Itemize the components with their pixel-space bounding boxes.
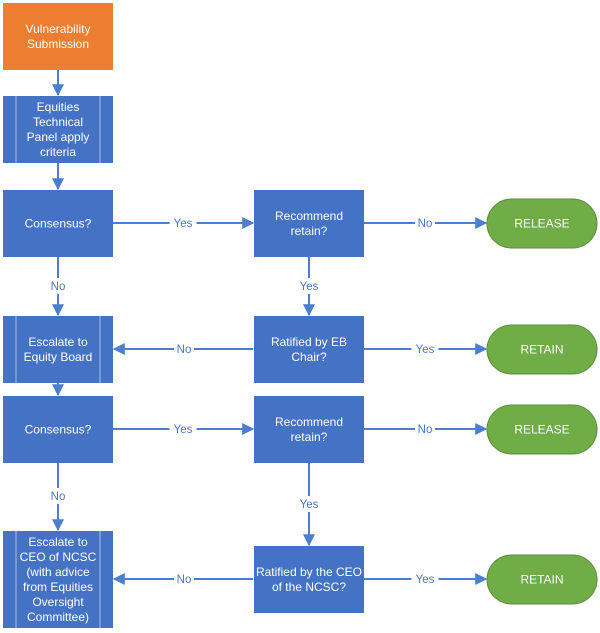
release-node-1-shape <box>486 198 598 249</box>
ratified-eb-chair-node-label: Ratified by EB <box>271 335 347 349</box>
edge-consensus-1-no-label-bg <box>48 278 68 294</box>
consensus-node-2-label: Consensus? <box>25 423 92 437</box>
edge-ratified-eb-no-label: No <box>177 344 192 356</box>
retain-node-2: RETAIN <box>486 554 598 605</box>
edge-ratified-eb-yes-label-bg <box>411 341 439 357</box>
equities-technical-panel-node-label: Technical <box>33 115 83 129</box>
retain-node-1: RETAIN <box>486 324 598 375</box>
retain-node-2-shape <box>486 554 598 605</box>
recommend-retain-node-1-shape <box>254 190 364 257</box>
equities-technical-panel-node-shape <box>3 96 113 163</box>
ratified-eb-chair-node-shape <box>254 316 364 383</box>
ratified-ceo-ncsc-node-shape <box>254 546 364 613</box>
ratified-ceo-ncsc-node-label: Ratified by the CEO <box>256 565 362 579</box>
recommend-retain-node-2-label: retain? <box>291 430 328 444</box>
escalate-equity-board-node-shape <box>3 316 113 383</box>
escalate-ceo-ncsc-node-label: CEO of NCSC <box>20 550 97 564</box>
release-node-2-label: RELEASE <box>514 423 569 437</box>
edge-recommend-1-yes-label: Yes <box>300 281 319 293</box>
edge-ratified-ceo-no-label: No <box>177 574 192 586</box>
escalate-ceo-ncsc-node-label: Escalate to <box>28 535 88 549</box>
edge-recommend-2-yes-label-bg <box>295 496 323 512</box>
release-node-1: RELEASE <box>486 198 598 249</box>
edge-recommend-1-no-label: No <box>418 218 433 230</box>
edge-consensus-1-no-label: No <box>51 281 66 293</box>
edge-recommend-1-no-label-bg <box>415 215 435 231</box>
edge-recommend-2-no-label: No <box>418 424 433 436</box>
retain-node-1-shape <box>486 324 598 375</box>
escalate-ceo-ncsc-node-label: Oversight <box>32 595 84 609</box>
consensus-node-1-shape <box>3 190 113 257</box>
edge-consensus-1-yes-label: Yes <box>174 218 193 230</box>
release-node-2: RELEASE <box>486 404 598 455</box>
edge-recommend-2-yes-label: Yes <box>300 499 319 511</box>
escalate-ceo-ncsc-node-label: (with advice <box>26 565 90 579</box>
escalate-ceo-ncsc-node-label: Committee) <box>27 610 89 624</box>
escalate-equity-board-node-label: Equity Board <box>24 350 93 364</box>
edge-consensus-2-no-label: No <box>51 491 66 503</box>
escalate-equity-board-node-label: Escalate to <box>28 335 88 349</box>
consensus-node-1-label: Consensus? <box>25 217 92 231</box>
recommend-retain-node-1-label: Recommend <box>275 209 343 223</box>
edge-ratified-ceo-yes-label-bg <box>411 571 439 587</box>
retain-node-1-label: RETAIN <box>520 343 563 357</box>
consensus-node-2-shape <box>3 396 113 463</box>
edge-ratified-eb-yes-label: Yes <box>416 344 435 356</box>
edge-ratified-eb-no-label-bg <box>174 341 194 357</box>
ratified-eb-chair-node-label: Chair? <box>291 350 327 364</box>
equities-technical-panel-node-label: Equities <box>37 100 80 114</box>
release-node-2-shape <box>486 404 598 455</box>
edge-recommend-1-yes-label-bg <box>295 278 323 294</box>
edge-consensus-2-yes-label-bg <box>169 421 197 437</box>
consensus-node-1: Consensus? <box>3 190 113 257</box>
edge-consensus-2-yes-label: Yes <box>174 424 193 436</box>
edge-consensus-1-yes-label-bg <box>169 215 197 231</box>
escalate-ceo-ncsc-node-shape <box>3 531 113 628</box>
release-node-1-label: RELEASE <box>514 217 569 231</box>
consensus-node-2: Consensus? <box>3 396 113 463</box>
edge-consensus-2-no-label-bg <box>48 488 68 504</box>
recommend-retain-node-2-label: Recommend <box>275 415 343 429</box>
equities-technical-panel-node-label: Panel apply <box>27 130 90 144</box>
edge-recommend-2-no-label-bg <box>415 421 435 437</box>
vulnerability-submission-node-label: Submission <box>27 37 89 51</box>
edge-ratified-ceo-no-label-bg <box>174 571 194 587</box>
ratified-ceo-ncsc-node-label: of the NCSC? <box>272 580 346 594</box>
retain-node-2-label: RETAIN <box>520 573 563 587</box>
vulnerability-submission-node-shape <box>3 3 113 70</box>
vulnerability-submission-node-label: Vulnerability <box>26 22 91 36</box>
equities-technical-panel-node-label: criteria <box>40 145 76 159</box>
recommend-retain-node-1-label: retain? <box>291 224 328 238</box>
recommend-retain-node-2-shape <box>254 396 364 463</box>
edge-ratified-ceo-yes-label: Yes <box>416 574 435 586</box>
escalate-ceo-ncsc-node-label: from Equities <box>23 580 93 594</box>
